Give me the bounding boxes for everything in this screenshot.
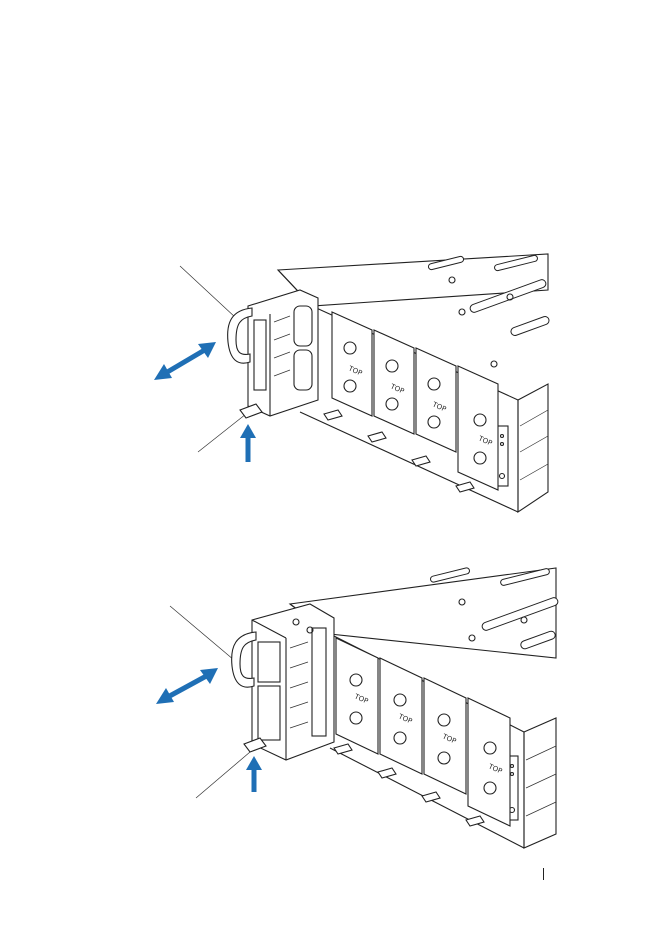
insert-remove-arrow-icon	[154, 342, 216, 380]
blank-panels: TOP TOP TOP TOP	[324, 312, 498, 492]
latch-release-arrow-icon	[246, 756, 262, 792]
sled-removal-diagram-top: TOP TOP TOP TOP	[0, 230, 654, 530]
compute-sled	[232, 604, 334, 760]
page-footer-rule	[543, 868, 544, 880]
callout-line-latch	[198, 414, 246, 452]
callout-line-handle	[170, 606, 234, 660]
compute-sled	[228, 290, 318, 418]
callout-line-latch	[196, 752, 250, 798]
sled-removal-diagram-bottom: TOP TOP TOP TOP	[0, 548, 654, 858]
blank-panels: TOP TOP TOP TOP	[334, 638, 510, 826]
latch-release-arrow-icon	[240, 424, 256, 462]
callout-line-handle	[180, 266, 236, 318]
insert-remove-arrow-icon	[156, 668, 218, 704]
